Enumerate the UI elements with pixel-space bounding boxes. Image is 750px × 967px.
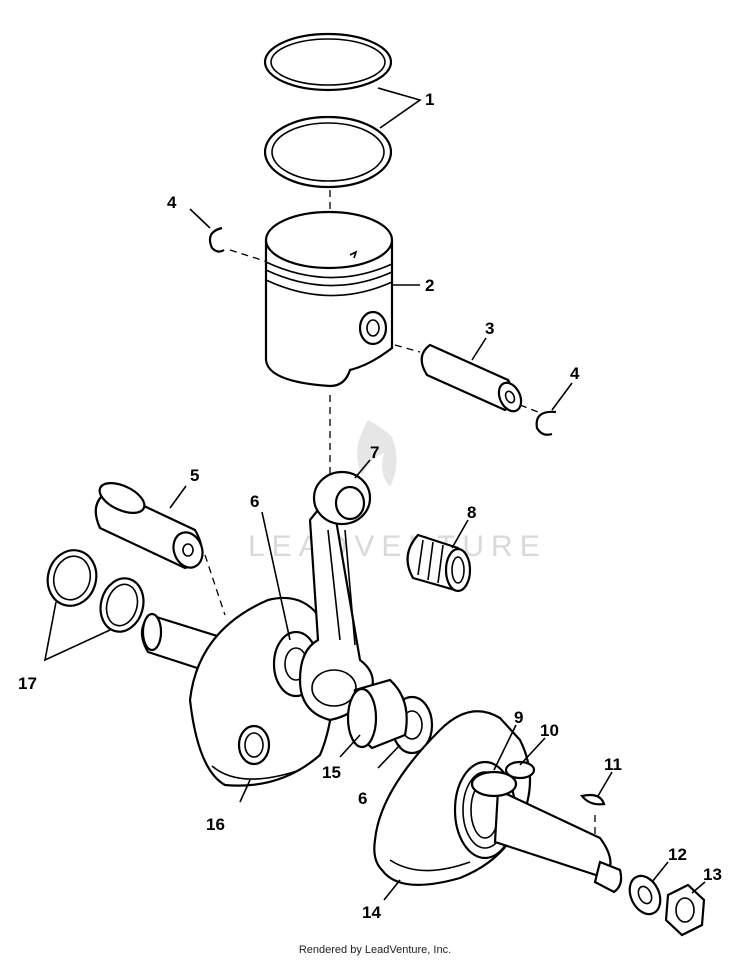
callout-4-left: 4	[167, 193, 177, 212]
piston	[264, 210, 394, 388]
watermark: LEADVENTURE	[248, 420, 547, 563]
callout-5: 5	[190, 466, 199, 485]
pin-axis-line	[394, 344, 421, 353]
clip-axis-line	[229, 249, 269, 263]
callout-9: 9	[514, 708, 523, 727]
callout-2: 2	[425, 276, 434, 295]
callout-10: 10	[540, 721, 559, 740]
callout-17: 17	[18, 674, 37, 693]
callout-8: 8	[467, 503, 476, 522]
needle-bearing	[406, 533, 472, 593]
washer	[628, 874, 662, 916]
callout-3: 3	[485, 319, 494, 338]
callout-6-lower: 6	[358, 789, 367, 808]
watermark-text: LEADVENTURE	[248, 530, 547, 563]
connecting-rod	[298, 470, 374, 722]
callout-16: 16	[206, 815, 225, 834]
callout-13: 13	[703, 865, 722, 884]
footer-credit: Rendered by LeadVenture, Inc.	[298, 944, 452, 956]
callouts: 1 2 3 4 4 5 6 6 7 8 9 10 11 12 13 14 15 …	[18, 90, 722, 922]
pin-clip-axis-line	[519, 404, 539, 413]
callout-12: 12	[668, 845, 687, 864]
leader-lines	[43, 87, 706, 901]
watermark-flame-icon	[357, 420, 397, 487]
callout-7: 7	[370, 443, 379, 462]
piston-ring-lower	[263, 115, 393, 189]
o-ring-left	[46, 549, 98, 607]
crank-bearing	[346, 678, 408, 750]
callout-11: 11	[604, 755, 622, 774]
callout-15: 15	[322, 763, 341, 782]
callout-14: 14	[362, 903, 381, 922]
o-ring-right	[99, 577, 145, 633]
piston-ring-upper	[263, 32, 393, 92]
callout-4-right: 4	[570, 364, 580, 383]
piston-pin-clip-right	[535, 410, 557, 436]
hex-nut	[664, 883, 706, 937]
crankshaft-gear	[470, 770, 518, 798]
woodruff-key	[580, 793, 606, 806]
piston-pin-clip-left	[208, 226, 225, 253]
callout-1: 1	[425, 90, 434, 109]
crankshaft-seal	[504, 760, 536, 780]
crankpin-axis-line	[204, 554, 226, 616]
callout-6-upper: 6	[250, 492, 259, 511]
piston-pin	[420, 343, 523, 413]
crank-pin	[94, 482, 204, 570]
